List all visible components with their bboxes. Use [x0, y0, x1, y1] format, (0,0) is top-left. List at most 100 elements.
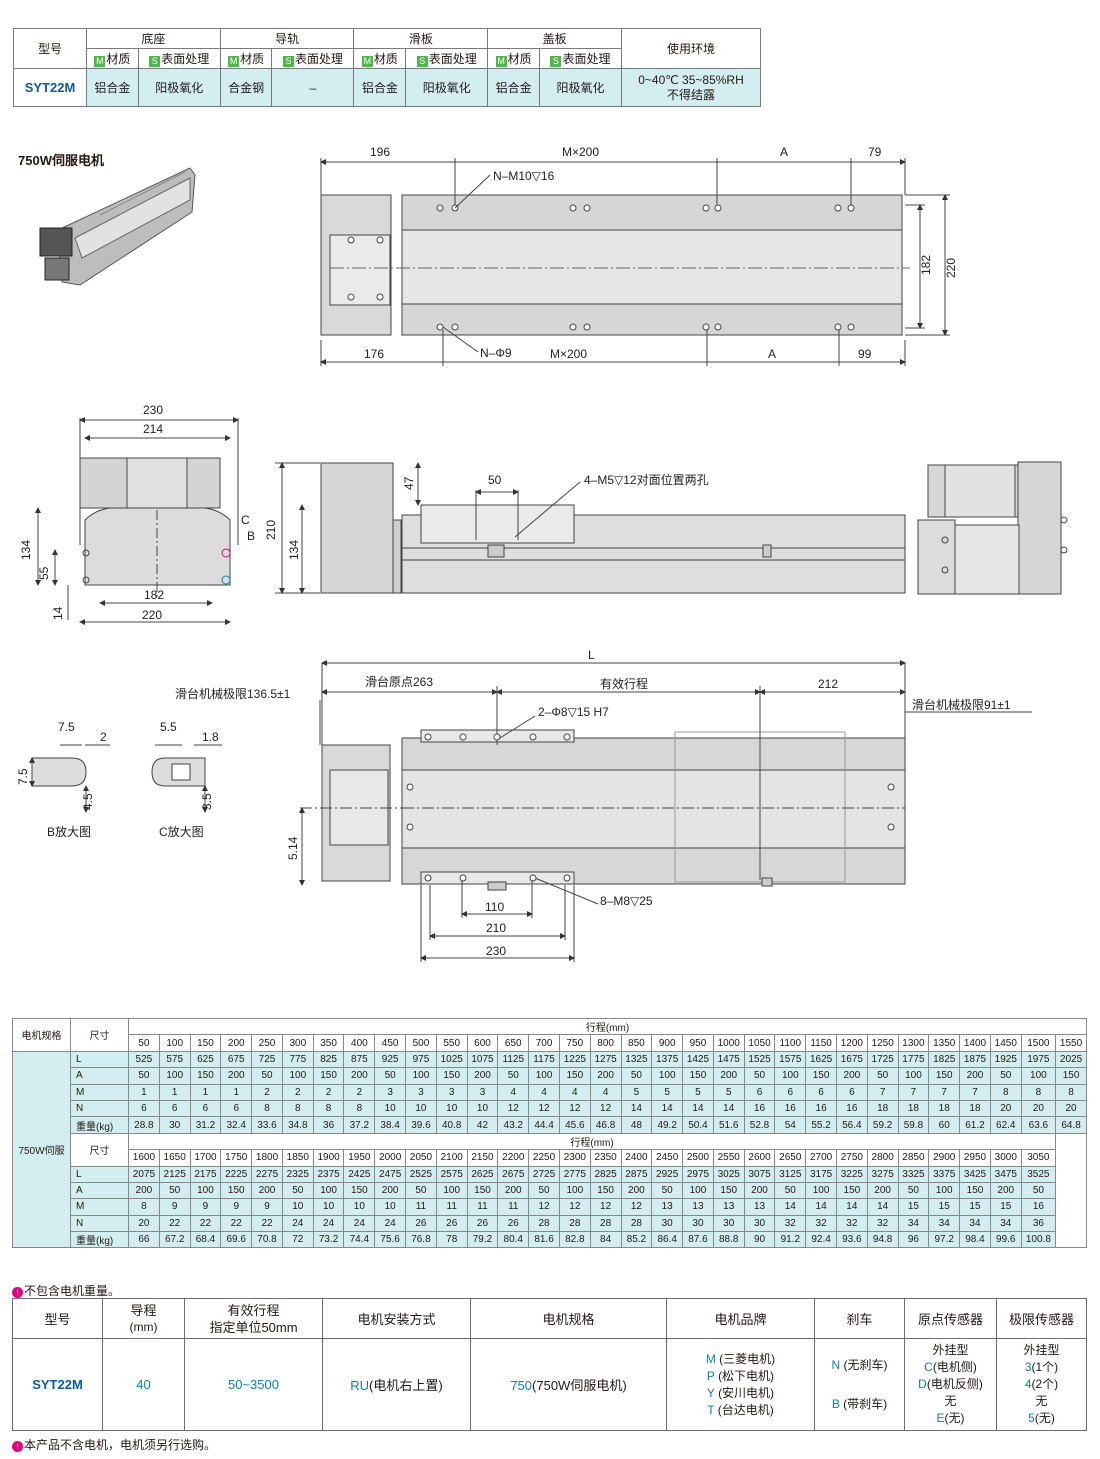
spec-value: 625 — [189, 1050, 222, 1069]
spec-value: 2725 — [528, 1165, 560, 1183]
spec-value: 79.2 — [466, 1231, 499, 1249]
stroke-cell: 350 — [312, 1034, 345, 1052]
spec-value: 150 — [959, 1181, 991, 1200]
stroke-cell: 2050 — [405, 1149, 437, 1167]
spec-value: 62.4 — [989, 1116, 1022, 1134]
spec-value: 6 — [220, 1099, 253, 1118]
spec-value: 200 — [589, 1067, 622, 1085]
order-brake: N (无刹车) B (带刹车) — [814, 1338, 905, 1431]
dim-5-14: 5.14 — [286, 836, 300, 860]
order-h-limit: 极限传感器 — [996, 1298, 1087, 1339]
spec-value: 67.2 — [158, 1231, 191, 1249]
order-lead: 40 — [102, 1338, 185, 1431]
stroke-cell: 100 — [158, 1034, 191, 1052]
note-motor-not-included: !本产品不含电机，电机须另行选购。 — [12, 1436, 216, 1453]
dim-230-plan: 230 — [486, 944, 506, 958]
spec-value: 1425 — [682, 1050, 714, 1069]
spec-value: 525 — [128, 1050, 160, 1069]
b-dim-7-5: 7.5 — [58, 720, 75, 734]
spec-value: 1125 — [497, 1050, 530, 1069]
stroke-cell: 2850 — [897, 1149, 930, 1167]
dim-134: 134 — [19, 540, 33, 560]
stroke-cell: 1650 — [158, 1149, 191, 1167]
spec-value: 200 — [343, 1067, 376, 1085]
spec-value: 2675 — [497, 1165, 530, 1183]
spec-value: 150 — [466, 1181, 499, 1200]
stroke-cell: 1850 — [281, 1149, 314, 1167]
spec-value: 1825 — [928, 1050, 961, 1069]
product-iso-image — [39, 167, 196, 286]
spec-value: 3375 — [928, 1165, 961, 1183]
spec-value: 100 — [405, 1067, 437, 1085]
spec-value: 24 — [281, 1214, 314, 1233]
spec-value: 6 — [805, 1083, 837, 1101]
spec-value: 2025 — [1055, 1050, 1087, 1069]
spec-value: 12 — [620, 1198, 653, 1216]
spec-value: 150 — [928, 1067, 961, 1085]
spec-value: 2 — [281, 1083, 314, 1101]
spec-value: 60 — [928, 1116, 961, 1134]
spec-value: 44.4 — [528, 1116, 560, 1134]
spec-value: 50 — [251, 1067, 283, 1085]
spec-value: 50 — [774, 1181, 807, 1200]
note-weight: !不包含电机重量。 — [12, 1282, 120, 1299]
spec-value: 1525 — [743, 1050, 776, 1069]
spec-value: 7 — [897, 1083, 930, 1101]
bottom-plan-view — [299, 660, 1032, 962]
spec-value: 150 — [558, 1067, 591, 1085]
dim-a-bottom: A — [768, 347, 776, 361]
dim-99: 99 — [858, 347, 872, 361]
spec-value: 150 — [189, 1067, 222, 1085]
spec-value: 100 — [558, 1181, 591, 1200]
spec-value: 775 — [281, 1050, 314, 1069]
spec-value: 2275 — [251, 1165, 283, 1183]
spec-value: 100.8 — [1020, 1231, 1057, 1249]
spec-value: 1225 — [558, 1050, 591, 1069]
spec-value: 69.6 — [220, 1231, 253, 1249]
spec-value: 2875 — [620, 1165, 653, 1183]
spec-value: 72 — [281, 1231, 314, 1249]
stroke-cell: 1550 — [1055, 1034, 1087, 1052]
spec-value: 725 — [251, 1050, 283, 1069]
spec-value: 2625 — [466, 1165, 499, 1183]
dim-212: 212 — [818, 677, 838, 691]
spec-value: 200 — [959, 1067, 991, 1085]
spec-value: 4 — [589, 1083, 622, 1101]
spec-row-label: 重量(kg) — [70, 1231, 129, 1249]
spec-value: 10 — [466, 1099, 499, 1118]
spec-value: 31.2 — [189, 1116, 222, 1134]
header-env: 使用环境 — [621, 28, 761, 69]
spec-value: 28 — [620, 1214, 653, 1233]
stroke-cell: 1750 — [220, 1149, 253, 1167]
spec-value: 85.2 — [620, 1231, 653, 1249]
dim-79: 79 — [868, 145, 882, 159]
stroke-cell: 2800 — [866, 1149, 899, 1167]
spec-value: 14 — [712, 1099, 745, 1118]
spec-value: 59.2 — [866, 1116, 899, 1134]
spec-value: 3225 — [835, 1165, 868, 1183]
spec-value: 12 — [558, 1198, 591, 1216]
spec-value: 200 — [128, 1181, 160, 1200]
spec-value: 2525 — [405, 1165, 437, 1183]
spec-value: 37.2 — [343, 1116, 376, 1134]
spec-value: 28.8 — [128, 1116, 160, 1134]
brand-t: T (台达电机) — [707, 1402, 774, 1417]
spec-value: 2225 — [220, 1165, 253, 1183]
spec-value: 59.8 — [897, 1116, 930, 1134]
spec-value: 14 — [805, 1198, 837, 1216]
cover-surface: 阳极氧化 — [538, 68, 623, 107]
order-home: 外挂型 C(电机侧) D(电机反侧) 无 E(无) — [904, 1338, 997, 1431]
stroke-cell: 2150 — [466, 1149, 499, 1167]
spec-value: 50 — [897, 1181, 930, 1200]
right-end-view — [917, 461, 1068, 595]
spec-value: 75.6 — [374, 1231, 407, 1249]
spec-value: 1475 — [712, 1050, 745, 1069]
stroke-cell: 1300 — [897, 1034, 930, 1052]
spec-value: 150 — [835, 1181, 868, 1200]
spec-value: 11 — [497, 1198, 530, 1216]
